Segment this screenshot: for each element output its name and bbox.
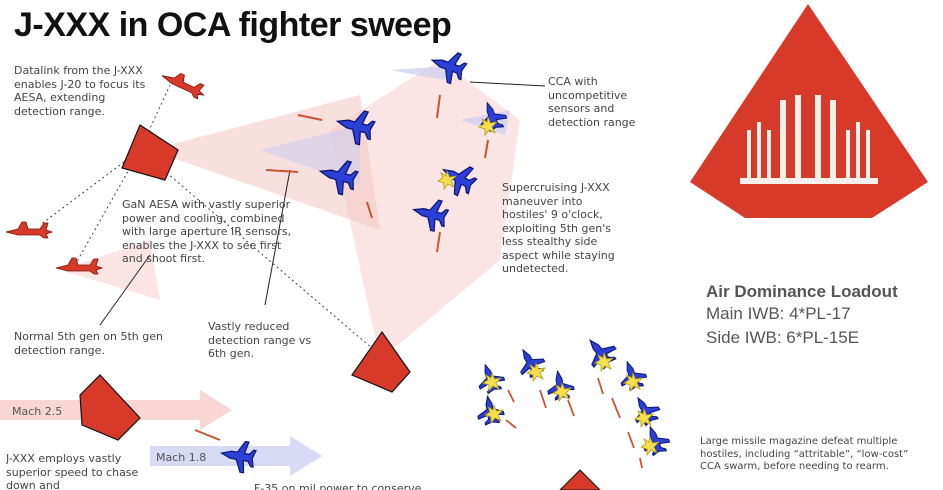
j20-icon-left <box>5 221 53 239</box>
loadout-aircraft <box>690 4 928 218</box>
jxxx-planform-icon <box>690 4 928 218</box>
friendly-aircraft <box>5 66 601 490</box>
loadout-main-iwb: Main IWB: 4*PL-17 <box>706 304 851 323</box>
j20-icon-top <box>159 66 209 101</box>
normal-5th-gen-annotation: Normal 5th gen on 5th gen detection rang… <box>14 330 163 357</box>
reduced-detection-annotation: Vastly reduced detection range vs 6th ge… <box>208 320 312 360</box>
engagement-effects <box>194 94 498 441</box>
missile-trail <box>194 429 221 441</box>
loadout-side-iwb: Side IWB: 6*PL-15E <box>706 328 860 347</box>
page-title: J-XXX in OCA fighter sweep <box>14 6 452 44</box>
jxxx-icon-bottom <box>559 469 601 490</box>
jxxx-icon-upper <box>121 124 179 181</box>
missile-trail <box>436 231 441 253</box>
missile-trail <box>297 114 323 121</box>
cca-annotation: CCA with uncompetitive sensors and detec… <box>548 75 636 129</box>
j20-sensor-cone <box>150 95 380 230</box>
jxxx-icon-center <box>351 330 411 393</box>
leader-lines <box>99 81 546 326</box>
mach-18-label: Mach 1.8 <box>156 451 207 464</box>
cca-swarm <box>472 330 673 469</box>
j20-sensor-cone-lower <box>60 240 160 300</box>
mach-25-label: Mach 2.5 <box>12 405 63 418</box>
datalink-annotation: Datalink from the J-XXX enables J-20 to … <box>14 64 146 118</box>
missile-trail <box>436 94 441 119</box>
supercruise-annotation: Supercruising J-XXX maneuver into hostil… <box>502 181 615 275</box>
f35-sensor-cone <box>260 125 360 185</box>
missile-trail <box>484 139 489 159</box>
cca-sensor-cone <box>390 66 450 80</box>
magazine-annotation: Large missile magazine defeat multiple h… <box>700 436 909 472</box>
missile-trail <box>366 201 373 219</box>
f35-annotation-partial: F-35 on mil power to conserve <box>254 482 422 490</box>
loadout-title: Air Dominance Loadout <box>706 282 898 301</box>
missile-loadout-icons <box>740 95 878 184</box>
jxxx-icon-mach <box>79 374 141 441</box>
speed-annotation: J-XXX employs vastly superior speed to c… <box>6 452 139 490</box>
gan-aesa-annotation: GaN AESA with vastly superior power and … <box>122 198 292 265</box>
missile-trail <box>265 169 299 173</box>
